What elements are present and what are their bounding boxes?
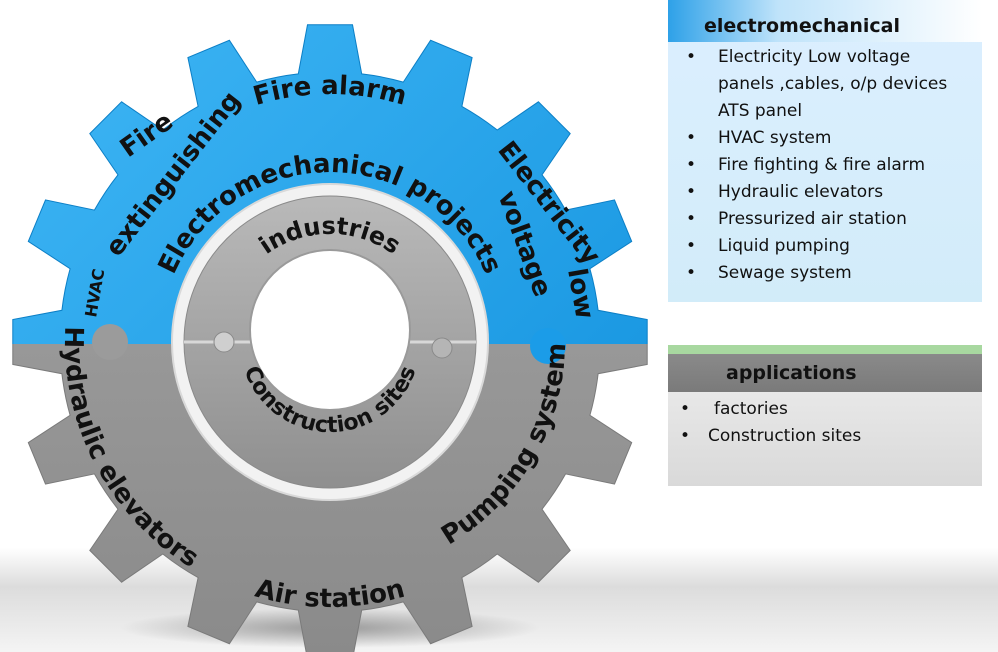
list-item: HVAC system — [668, 125, 982, 152]
puzzle-knob-grey — [92, 324, 128, 360]
list-item: Electricity Low voltage — [668, 44, 982, 71]
inner-knob-right — [431, 337, 453, 359]
list-item: Liquid pumping — [668, 233, 982, 260]
list-item: Hydraulic elevators — [668, 179, 982, 206]
applications-accent-bar — [668, 345, 982, 354]
applications-panel: applications factories Construction site… — [668, 345, 982, 486]
list-item-continuation: panels ,cables, o/p devices — [718, 74, 948, 94]
electromechanical-panel: electromechanical Electricity Low voltag… — [668, 0, 982, 302]
gear-diagram: Fire alarm Electromechanical projects in… — [12, 24, 648, 652]
applications-list: factories Construction sites — [668, 392, 982, 450]
puzzle-knob-blue — [530, 328, 566, 364]
list-item: Construction sites — [668, 423, 982, 450]
electromechanical-list: Electricity Low voltage panels ,cables, … — [668, 42, 982, 287]
list-item: Sewage system — [668, 260, 982, 287]
electromechanical-title: electromechanical — [668, 0, 982, 42]
list-item: factories — [668, 396, 982, 423]
applications-title: applications — [668, 354, 982, 392]
gear-hole — [249, 249, 411, 411]
list-item: Fire fighting & fire alarm — [668, 152, 982, 179]
list-item-continuation: ATS panel — [718, 101, 803, 121]
inner-knob-left — [213, 331, 235, 353]
list-item: Pressurized air station — [668, 206, 982, 233]
